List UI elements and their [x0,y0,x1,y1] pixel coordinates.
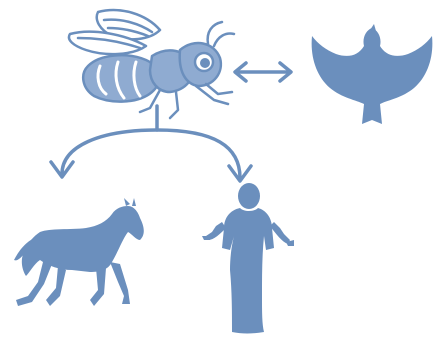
insect-icon [69,10,234,118]
horse-icon [14,198,144,306]
human-icon [202,183,294,334]
double-arrow-icon [235,63,291,81]
curved-arrow-icon [51,106,251,181]
bird-icon [312,24,433,124]
